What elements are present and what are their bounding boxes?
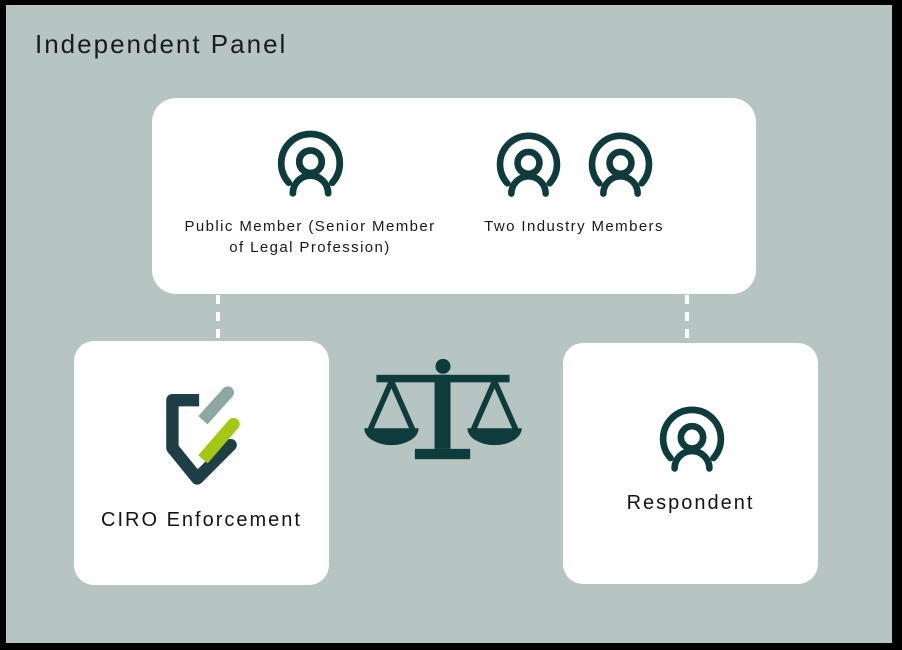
page-title: Independent Panel xyxy=(35,29,288,59)
respondent-card: Respondent xyxy=(563,343,818,584)
respondent-label: Respondent xyxy=(626,492,755,514)
industry-members-label: Two Industry Members xyxy=(484,218,664,235)
ciro-enforcement-card: CIRO Enforcement xyxy=(74,341,329,585)
industry-members-icons xyxy=(492,130,657,206)
public-member-label: Public Member (Senior Member of Legal Pr… xyxy=(185,216,436,258)
person-icon xyxy=(588,132,652,197)
public-member-group: Public Member (Senior Member of Legal Pr… xyxy=(160,128,460,258)
enforcement-label: CIRO Enforcement xyxy=(101,509,302,531)
independent-panel-card: Public Member (Senior Member of Legal Pr… xyxy=(152,98,756,294)
dashed-connector-left xyxy=(216,295,220,341)
public-member-label-line1: Public Member (Senior Member xyxy=(184,218,436,235)
person-icon xyxy=(496,132,560,197)
dashed-connector-right xyxy=(685,295,689,343)
person-icon xyxy=(277,130,343,197)
scales-of-justice-icon xyxy=(364,358,522,460)
industry-members-group: Two Industry Members xyxy=(424,130,724,237)
person-icon xyxy=(659,406,725,472)
public-member-label-line2: of Legal Profession) xyxy=(229,239,391,256)
ciro-logo-icon xyxy=(166,386,240,485)
